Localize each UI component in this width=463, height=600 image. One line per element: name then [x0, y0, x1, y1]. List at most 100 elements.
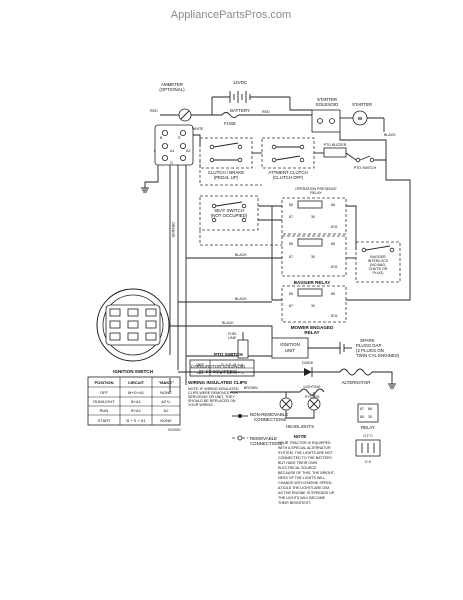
note-line-9: CHANGE WITH ENGINE SPEED.	[278, 481, 333, 485]
headlight-right	[307, 397, 321, 411]
spark-plugs-label-3: (2 PLUGS ON	[356, 348, 384, 353]
svg-text:87A: 87A	[331, 265, 338, 269]
diode-symbol	[304, 367, 313, 377]
ign-terminal-b: B	[160, 136, 163, 140]
svg-text:RUN/LIGHT: RUN/LIGHT	[93, 399, 115, 404]
note-line-5: BUT HAVE THEIR OWN	[278, 461, 318, 465]
ignition-switch-table: POSITION CIRCUIT "MAKE" OFF M+G+A1 NONE …	[87, 376, 181, 426]
wire-black-label-3: BLACK	[222, 321, 234, 325]
svg-text:87A: 87A	[331, 225, 338, 229]
note-line-8: NESS OF THE LIGHTS WILL	[278, 476, 325, 480]
seat-switch-label-2: (NOT OCCUPIED)	[211, 213, 248, 218]
pto-switch-small-label: PTO SWITCH	[354, 166, 377, 170]
removable-label-2: CONNECTIONS	[250, 441, 283, 446]
lighting-coil	[299, 388, 325, 396]
relay-connector	[355, 439, 381, 457]
attment-clutch-switch	[271, 144, 305, 163]
wire-orange-label: ORANGE	[171, 222, 175, 238]
svg-text:A2: A2	[164, 408, 170, 413]
removable-label-1: REMOVABLE	[250, 436, 277, 441]
pto-buzzer-label: PTO BUZZER	[324, 143, 347, 147]
svg-text:B+A1: B+A1	[131, 408, 142, 413]
svg-text:86: 86	[331, 292, 335, 296]
note-line-3: SYSTEM. THE LIGHTS ARE NOT	[278, 451, 333, 455]
lighting-coil-label-2: SYSTEM	[305, 395, 320, 399]
wire-white-label: WHITE	[192, 127, 204, 131]
note-line-13: THEIR BRIGHTEST.	[278, 501, 311, 505]
operation-presence-label-2: RELAY	[310, 191, 322, 195]
battery-voltage-label: 12VDC	[233, 80, 247, 85]
svg-text:86: 86	[368, 407, 372, 411]
svg-text:B+A1: B+A1	[131, 399, 142, 404]
svg-text:85: 85	[289, 203, 293, 207]
clutch-brake-switch	[209, 142, 243, 163]
wiring-note-line-3: CLIPS WERE REMOVED FOR	[188, 391, 238, 395]
carburetor-label-1: CARBURETOR SOLENOID	[191, 364, 246, 369]
wire-red-label-top: RED	[262, 110, 270, 114]
mower-engaged-label-1: MOWER ENGAGED	[291, 325, 334, 330]
svg-text:POSITION: POSITION	[94, 380, 113, 385]
pto-switch-small	[355, 155, 375, 163]
headlight-left	[279, 397, 293, 411]
bagger-interlock-label-2: INTERLOCK	[368, 259, 389, 263]
svg-text:NONE: NONE	[160, 418, 172, 423]
svg-text:87: 87	[289, 304, 293, 308]
starter-ground-black-label: BLACK	[384, 133, 396, 137]
removable-connection-symbol	[232, 435, 248, 441]
note-line-6: ELECTRICAL SOURCE.	[278, 466, 317, 470]
bagger-relay: 85 86 87 30 87A	[281, 235, 347, 277]
relay-pinout-label: RELAY	[361, 425, 375, 430]
mower-engaged-relay: 85 86 87 30 87A	[281, 285, 347, 323]
svg-text:30: 30	[311, 255, 315, 259]
spark-plugs-label-1: SPARK	[360, 338, 375, 343]
note-line-10: AT IDLE THE LIGHTS ARE DIM.	[278, 486, 330, 490]
svg-text:ON: ON	[197, 370, 203, 375]
bagger-relay-label: BAGGER RELAY	[294, 280, 331, 285]
wire-brown-label: BROWN	[244, 386, 258, 390]
svg-text:86: 86	[331, 242, 335, 246]
ign-terminal-a2: A2	[186, 149, 190, 153]
battery-symbol	[212, 91, 290, 103]
pto-buzzer	[323, 147, 347, 158]
wiring-note-line-4: SERVICING OR UNIT, THEY	[188, 395, 235, 399]
alternator-label: ALTERNATOR	[342, 380, 371, 385]
svg-text:86: 86	[331, 203, 335, 207]
svg-text:85: 85	[360, 415, 364, 419]
ammeter-label: AMMETER	[161, 82, 183, 87]
ign-terminal-s: S	[178, 136, 181, 140]
ign-terminal-l: L	[154, 149, 156, 153]
svg-text:A2+L: A2+L	[161, 399, 171, 404]
ign-terminal-g: G	[170, 161, 173, 165]
wire-black-label-2: BLACK	[235, 297, 247, 301]
headlights-label: HEADLIGHTS	[286, 424, 314, 429]
svg-text:B + S + A1: B + S + A1	[126, 418, 146, 423]
ign-terminal-a1: A1	[170, 149, 174, 153]
svg-text:85: 85	[289, 242, 293, 246]
attment-clutch-label-2: (CLUTCH OFF)	[273, 175, 304, 180]
pto-switch-table: OFF G + S, R + A ON B + A1, S + C	[189, 359, 255, 377]
watermark-text: AppliancePartsPros.com	[171, 9, 291, 21]
non-removable-label-2: CONNECTIONS	[254, 417, 287, 422]
operation-presence-relay: 85 86 87 30 87A	[281, 197, 347, 235]
svg-text:M+G+A1: M+G+A1	[128, 390, 145, 395]
ignition-switch-schematic	[154, 124, 194, 166]
seat-switch	[211, 201, 247, 223]
starter-solenoid-label-2: SOLENOID	[316, 102, 339, 107]
wiring-note-line-6: YOUR WIRING.	[188, 403, 214, 407]
bagger-interlock-label-5: PLUG)	[373, 271, 384, 275]
note-line-1: YOUR TRACTOR IS EQUIPPED	[278, 441, 331, 445]
fuel-line-label-1: FUEL	[228, 332, 237, 336]
fuel-line-valve	[237, 332, 249, 359]
fuel-line-label-2: LINE	[228, 336, 237, 340]
svg-text:OFF: OFF	[100, 390, 109, 395]
ammeter-gauge	[178, 108, 192, 122]
spark-plugs-label-4: TWIN CYL ENGINES)	[356, 353, 400, 358]
clutch-brake-label-1: CLUTCH / BRAKE	[208, 170, 244, 175]
non-removable-connection-symbol	[232, 414, 248, 418]
wiring-note-line-5: SHOULD BE REPLACED ON	[188, 399, 236, 403]
relay-dk-label: D K	[365, 460, 372, 464]
alternator-coil	[339, 368, 373, 376]
date-code: 02/2001	[168, 428, 181, 432]
note-line-4: CONNECTED TO THE BATTERY,	[278, 456, 333, 460]
seat-switch-box	[199, 195, 259, 231]
